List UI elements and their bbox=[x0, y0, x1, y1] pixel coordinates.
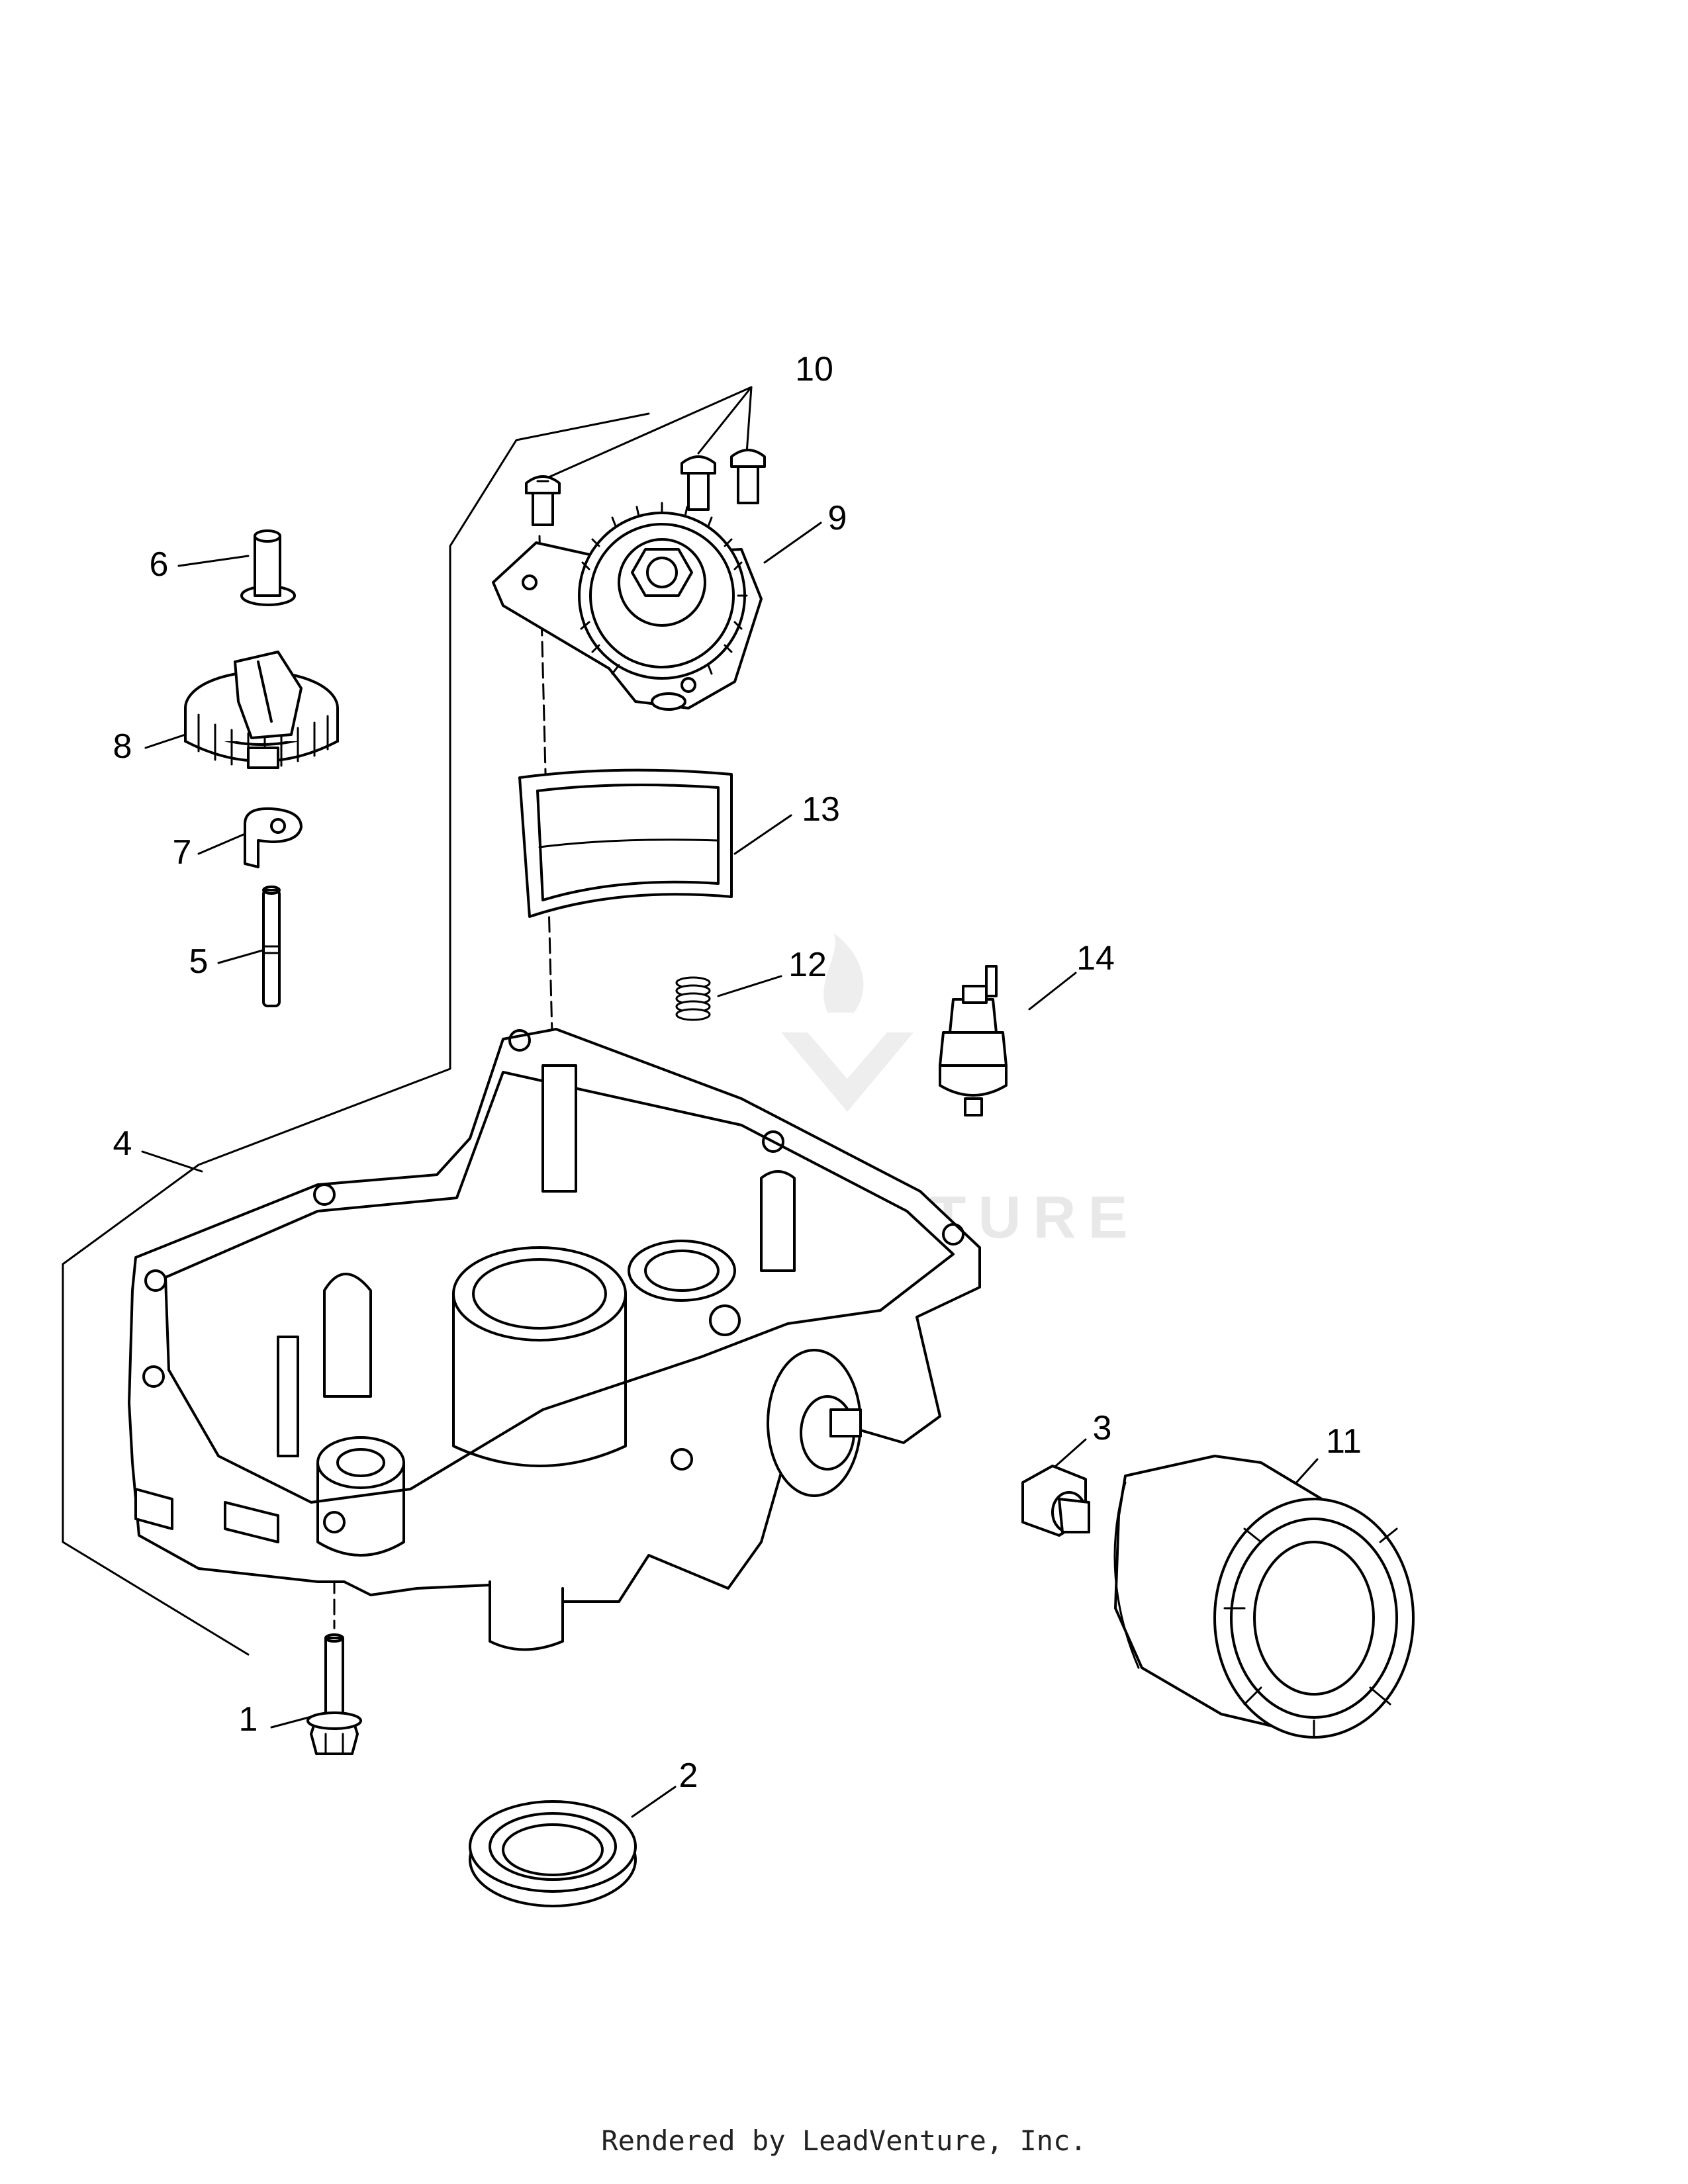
screw-part bbox=[680, 455, 716, 511]
callout-2: 2 bbox=[679, 1756, 698, 1795]
callout-5: 5 bbox=[189, 942, 209, 981]
shaft-pin-part bbox=[240, 529, 296, 606]
leader-lines bbox=[141, 386, 1319, 1818]
oil-seal-part bbox=[469, 1800, 637, 1907]
filter-adapter-part bbox=[1021, 1465, 1090, 1537]
assembly-bracket-line bbox=[62, 412, 650, 1656]
callout-4: 4 bbox=[113, 1124, 132, 1163]
callout-13: 13 bbox=[802, 790, 840, 829]
oil-filter-part bbox=[1113, 1455, 1415, 1739]
oil-pressure-switch-part bbox=[939, 965, 1008, 1116]
oil-pump-part bbox=[492, 502, 763, 711]
callout-3: 3 bbox=[1093, 1409, 1112, 1447]
callout-7: 7 bbox=[173, 833, 192, 872]
governor-gear-part bbox=[184, 651, 339, 769]
callout-labels: 1 2 3 4 5 6 7 8 9 10 11 12 13 14 bbox=[113, 350, 1362, 1795]
callout-12: 12 bbox=[788, 946, 827, 984]
sump-cover-part bbox=[128, 1028, 981, 1651]
governor-shaft-part bbox=[262, 886, 281, 1007]
screw-part bbox=[525, 475, 561, 526]
footer-credit: Rendered by LeadVenture, Inc. bbox=[601, 2124, 1087, 2157]
callout-1: 1 bbox=[239, 1700, 258, 1739]
oil-screen-part bbox=[518, 768, 733, 918]
callout-6: 6 bbox=[150, 545, 169, 584]
flange-bolt-part bbox=[306, 1633, 362, 1755]
governor-clip-part bbox=[244, 807, 303, 868]
callout-10: 10 bbox=[795, 350, 833, 388]
callout-11: 11 bbox=[1326, 1422, 1362, 1461]
callout-9: 9 bbox=[828, 499, 847, 537]
screw-part bbox=[730, 449, 766, 504]
callout-14: 14 bbox=[1076, 939, 1115, 978]
callout-8: 8 bbox=[113, 727, 132, 766]
relief-spring-part bbox=[675, 976, 711, 1021]
